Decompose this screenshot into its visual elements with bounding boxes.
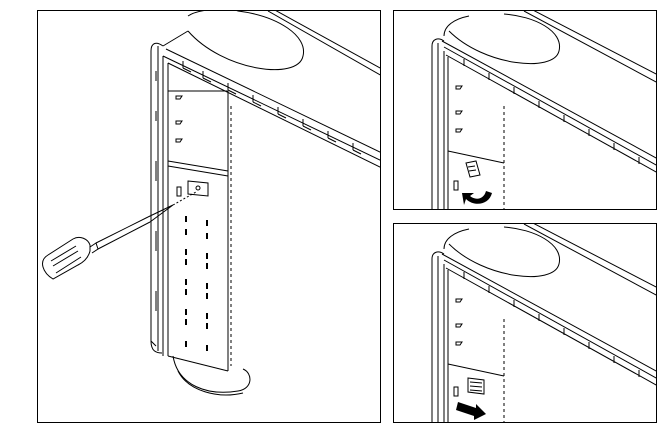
cover-plate-rotating: [465, 160, 481, 178]
panel-slide-cover: [393, 223, 657, 423]
rotate-arrow-icon: [462, 191, 492, 205]
tower-top-cap: [187, 11, 304, 71]
tower-base: [172, 355, 251, 393]
panel-rotate-cover: [393, 10, 657, 210]
perforation-holes: [185, 216, 208, 351]
panel-main-screwdriver: [37, 10, 381, 423]
screwdriver-icon: [42, 191, 197, 280]
cover-plate: [176, 180, 209, 197]
cover-plate-sliding: [467, 377, 485, 395]
drive-slot-marks: [175, 95, 183, 143]
tower-illustration-main: [42, 11, 380, 396]
tower-dome: [187, 11, 238, 17]
tower-illustration-slide: [431, 224, 656, 422]
vent-slots: [182, 61, 354, 150]
tower-illustration-rotate: [431, 11, 656, 209]
slide-arrow-icon: [456, 402, 486, 420]
